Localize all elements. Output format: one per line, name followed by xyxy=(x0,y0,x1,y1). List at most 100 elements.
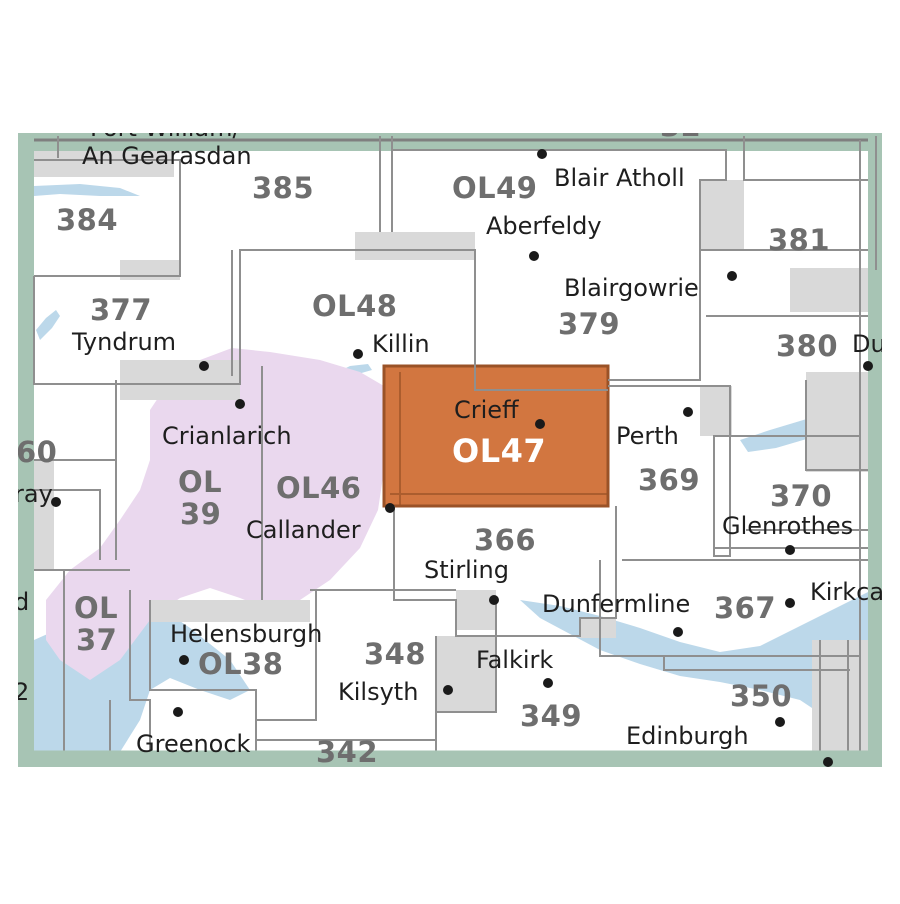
grid-ol38 xyxy=(109,600,257,752)
grid-west xyxy=(34,459,116,560)
sheet-ol47[interactable]: OL47 xyxy=(452,432,546,470)
label-fort-william: Fort William/ xyxy=(90,114,242,142)
label-blair-atholl: Blair Atholl xyxy=(554,164,685,192)
grid-366 xyxy=(393,506,617,637)
sheet-348[interactable]: 348 xyxy=(364,637,426,671)
band-helensburgh xyxy=(150,600,310,622)
label-kilsyth: Kilsyth xyxy=(338,678,418,706)
band-ol49-east xyxy=(700,180,744,250)
dot-stirling xyxy=(489,595,499,605)
sheet-ol48[interactable]: OL48 xyxy=(312,289,398,323)
sheet-380[interactable]: 380 xyxy=(776,329,838,363)
dot-edinburgh xyxy=(775,717,785,727)
grid-380 xyxy=(706,315,868,471)
sheet-370[interactable]: 370 xyxy=(770,479,832,513)
sheet-381[interactable]: 381 xyxy=(768,223,830,257)
grid-384 xyxy=(34,159,181,277)
band-aberfeldy xyxy=(355,232,475,260)
dot-callander xyxy=(385,503,395,513)
grid-ol48-right xyxy=(231,250,608,391)
sheet-366[interactable]: 366 xyxy=(474,523,536,557)
grid-379 xyxy=(608,249,868,381)
dot-aberfeldy xyxy=(529,251,539,261)
overlap-bands xyxy=(34,151,868,752)
band-edinburgh xyxy=(812,640,868,752)
sheet-369[interactable]: 369 xyxy=(638,463,700,497)
grid-ol49 xyxy=(392,149,727,256)
label-crieff: Crieff xyxy=(454,396,519,424)
grid-349 xyxy=(435,600,497,752)
ol47-inner-border xyxy=(390,372,608,506)
sheet-32[interactable]: 32 xyxy=(660,109,701,143)
band-perth xyxy=(700,386,732,436)
label-stirling: Stirling xyxy=(424,556,509,584)
label-inveraray: ray xyxy=(14,480,53,508)
grid-edinburgh xyxy=(819,640,849,752)
dot-crieff xyxy=(535,419,545,429)
sheet-60[interactable]: 60 xyxy=(16,435,57,469)
sheet-ol39-line1[interactable]: OL xyxy=(178,465,222,499)
dot-blair-atholl xyxy=(537,149,547,159)
grid-east xyxy=(859,136,877,752)
band-glenrothes xyxy=(806,372,868,472)
dot-glenrothes xyxy=(785,545,795,555)
label-d-edge: d xyxy=(14,588,29,616)
sheet-350[interactable]: 350 xyxy=(730,679,792,713)
band-380 xyxy=(790,268,868,312)
label-tyndrum: Tyndrum xyxy=(71,328,176,356)
grid-385 xyxy=(57,136,393,232)
sheet-labels: 32 384 385 OL49 381 377 OL48 379 380 OL4… xyxy=(16,109,838,769)
label-dundee: Du xyxy=(852,330,886,358)
sheet-ol37-line2[interactable]: 37 xyxy=(76,623,117,657)
sheet-379[interactable]: 379 xyxy=(558,307,620,341)
label-greenock: Greenock xyxy=(136,730,251,758)
dot-inveraray xyxy=(51,497,61,507)
label-an-gearasdan: An Gearasdan xyxy=(82,142,252,170)
sheet-ol49[interactable]: OL49 xyxy=(452,171,538,205)
band-stirling xyxy=(456,590,496,630)
sheet-ol38[interactable]: OL38 xyxy=(198,647,284,681)
sheet-367[interactable]: 367 xyxy=(714,591,776,625)
dot-kilsyth xyxy=(443,685,453,695)
label-falkirk: Falkirk xyxy=(476,646,553,674)
label-aberfeldy: Aberfeldy xyxy=(486,212,602,240)
sheet-boundaries xyxy=(33,136,877,753)
sheet-384[interactable]: 384 xyxy=(56,203,118,237)
sheet-377[interactable]: 377 xyxy=(90,293,152,327)
loch-etive xyxy=(34,184,140,196)
sheet-ol39-line2[interactable]: 39 xyxy=(180,497,221,531)
grid-ol39 xyxy=(115,366,263,600)
band-tyndrum xyxy=(120,360,240,400)
band-kilsyth xyxy=(436,636,496,712)
grid-381 xyxy=(743,136,868,181)
dot-helensburgh xyxy=(179,655,189,665)
grid-ol37 xyxy=(34,569,151,752)
sheet-ol46[interactable]: OL46 xyxy=(276,471,362,505)
place-labels: Fort William/ An Gearasdan Blair Atholl … xyxy=(14,114,886,758)
band-west-edge xyxy=(34,460,54,570)
label-callander: Callander xyxy=(246,516,361,544)
label-blairgowrie: Blairgowrie xyxy=(564,274,699,302)
dot-crianlarich xyxy=(235,399,245,409)
label-killin: Killin xyxy=(372,330,430,358)
dot-dundee xyxy=(863,361,873,371)
label-kirkcaldy: Kirkca xyxy=(810,578,884,606)
dot-kirkcaldy xyxy=(785,598,795,608)
dot-edge-se xyxy=(823,757,833,767)
label-helensburgh: Helensburgh xyxy=(170,620,322,648)
loch-long-west xyxy=(36,310,60,340)
sheet-ol37-line1[interactable]: OL xyxy=(74,591,118,625)
sheet-385[interactable]: 385 xyxy=(252,171,314,205)
dot-perth xyxy=(683,407,693,417)
sheet-349[interactable]: 349 xyxy=(520,699,582,733)
dot-blairgowrie xyxy=(727,271,737,281)
sheet-342[interactable]: 342 xyxy=(316,735,378,769)
label-glenrothes: Glenrothes xyxy=(722,512,853,540)
label-dunfermline: Dunfermline xyxy=(542,590,690,618)
dot-tyndrum xyxy=(199,361,209,371)
band-dunfermline xyxy=(580,618,616,638)
town-markers xyxy=(51,149,873,767)
grid-367 xyxy=(599,559,868,657)
